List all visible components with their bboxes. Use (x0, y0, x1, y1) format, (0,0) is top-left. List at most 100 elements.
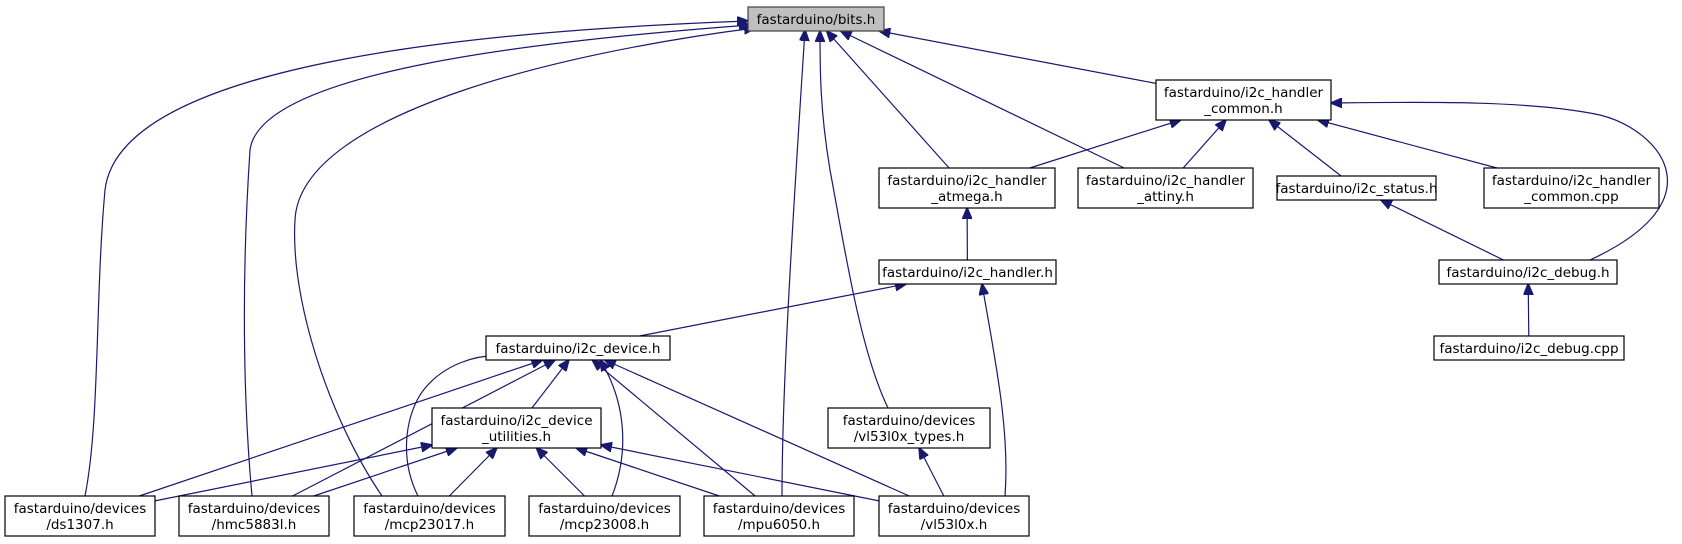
node-handler[interactable]: fastarduino/i2c_handler.h (878, 259, 1057, 285)
node-label: fastarduino/devices (14, 501, 147, 517)
node-label: fastarduino/i2c_handler (887, 173, 1047, 189)
node-label: _attiny.h (1136, 189, 1194, 205)
node-box (431, 407, 602, 449)
edge-debugcpp-to-debugh (1528, 284, 1529, 337)
edge-vl-to-vltypes (919, 448, 945, 497)
node-label: fastarduino/bits.h (757, 12, 876, 28)
node-label: /mcp23008.h (560, 517, 649, 533)
node-box (878, 259, 1057, 285)
edge-hmc-to-device (292, 360, 555, 497)
edge-atmega-to-bits (827, 31, 950, 169)
edge-mcp23008-to-utilities (537, 448, 585, 497)
node-label: _common.h (1203, 101, 1282, 117)
edge-attiny-to-bits (841, 31, 1125, 169)
edge-hcommon-to-bits (879, 31, 1157, 84)
node-attiny[interactable]: fastarduino/i2c_handler_attiny.h (1077, 167, 1254, 209)
node-hcommon[interactable]: fastarduino/i2c_handler_common.h (1155, 79, 1332, 121)
node-box (1077, 167, 1254, 209)
node-box (528, 495, 681, 537)
node-label: /mpu6050.h (738, 517, 820, 533)
node-box (1276, 175, 1437, 201)
node-label: fastarduino/devices (363, 501, 496, 517)
edge-mpu-to-bits (781, 30, 805, 497)
node-label: fastarduino/devices (843, 413, 976, 429)
node-device[interactable]: fastarduino/i2c_device.h (485, 335, 671, 361)
edges-layer (84, 21, 1669, 502)
node-label: /mcp23017.h (385, 517, 474, 533)
node-status[interactable]: fastarduino/i2c_status.h (1275, 175, 1438, 201)
edge-mcp23017-to-utilities (448, 448, 496, 497)
node-label: fastarduino/i2c_debug.cpp (1439, 341, 1618, 357)
node-label: fastarduino/i2c_debug.h (1446, 265, 1609, 281)
node-label: fastarduino/i2c_handler (1492, 173, 1652, 189)
node-commoncpp[interactable]: fastarduino/i2c_handler_common.cpp (1483, 167, 1660, 209)
edge-ds1307-to-bits (84, 21, 748, 497)
edge-mpu-to-utilities (576, 448, 720, 497)
node-vl[interactable]: fastarduino/devices/vl53l0x.h (878, 495, 1030, 537)
edge-hmc-to-utilities (313, 448, 457, 497)
node-label: /vl53l0x_types.h (854, 429, 965, 445)
node-label: /vl53l0x.h (921, 517, 988, 533)
edge-atmega-to-hcommon (1029, 120, 1181, 169)
edge-hmc-to-bits (243, 25, 750, 497)
edge-mpu-to-device (592, 360, 756, 497)
node-debugh[interactable]: fastarduino/i2c_debug.h (1438, 259, 1618, 285)
node-label: fastarduino/i2c_device.h (496, 341, 661, 357)
node-debugcpp[interactable]: fastarduino/i2c_debug.cpp (1433, 335, 1625, 361)
node-box (1438, 259, 1618, 285)
edge-utilities-to-device (531, 360, 569, 409)
node-label: fastarduino/i2c_device (440, 413, 592, 429)
edge-ds1307-to-utilities (154, 445, 432, 502)
edge-mcp23017-to-device (405, 356, 515, 497)
edge-mcp23008-to-device (600, 360, 624, 497)
node-box (485, 335, 671, 361)
node-mcp23008[interactable]: fastarduino/devices/mcp23008.h (528, 495, 681, 537)
edge-vl-to-device (605, 360, 910, 497)
node-box (178, 495, 330, 537)
edge-vltypes-to-bits (820, 31, 889, 409)
node-box (1433, 335, 1625, 361)
node-atmega[interactable]: fastarduino/i2c_handler_atmega.h (878, 167, 1056, 209)
node-label: fastarduino/i2c_handler.h (882, 265, 1053, 281)
edge-commoncpp-to-hcommon (1318, 120, 1498, 169)
node-mpu[interactable]: fastarduino/devices/mpu6050.h (703, 495, 855, 537)
edge-debugh-to-status (1381, 200, 1504, 261)
node-label: fastarduino/i2c_status.h (1275, 181, 1437, 197)
nodes-layer: fastarduino/bits.h fastarduino/i2c_handle… (4, 6, 1660, 537)
node-box (4, 495, 156, 537)
node-label: fastarduino/i2c_handler (1164, 85, 1324, 101)
node-bits[interactable]: fastarduino/bits.h (747, 6, 885, 32)
node-mcp23017[interactable]: fastarduino/devices/mcp23017.h (353, 495, 506, 537)
node-label: fastarduino/devices (188, 501, 321, 517)
edge-device-to-handler (639, 284, 907, 337)
node-label: _atmega.h (930, 189, 1002, 205)
edge-mcp23017-to-bits (293, 28, 755, 497)
node-label: _utilities.h (481, 429, 551, 445)
edge-attiny-to-hcommon (1182, 120, 1226, 169)
node-box (1155, 79, 1332, 121)
node-box (747, 6, 885, 32)
node-box (878, 495, 1030, 537)
node-label: fastarduino/i2c_handler (1086, 173, 1246, 189)
edge-ds1307-to-device (139, 360, 542, 497)
node-utilities[interactable]: fastarduino/i2c_device_utilities.h (431, 407, 602, 449)
node-box (353, 495, 506, 537)
node-label: fastarduino/devices (713, 501, 846, 517)
node-box (878, 167, 1056, 209)
node-label: /hmc5883l.h (212, 517, 297, 533)
node-box (827, 407, 991, 449)
node-label: /ds1307.h (46, 517, 113, 533)
node-vltypes[interactable]: fastarduino/devices/vl53l0x_types.h (827, 407, 991, 449)
edge-vl-to-handler (982, 284, 1007, 497)
node-box (703, 495, 855, 537)
edge-debugh-to-hcommon (1331, 102, 1669, 261)
node-label: fastarduino/devices (888, 501, 1021, 517)
edge-status-to-hcommon (1269, 120, 1342, 177)
node-label: fastarduino/devices (538, 501, 671, 517)
node-ds1307[interactable]: fastarduino/devices/ds1307.h (4, 495, 156, 537)
node-label: _common.cpp (1523, 189, 1618, 205)
node-hmc[interactable]: fastarduino/devices/hmc5883l.h (178, 495, 330, 537)
edge-vl-to-utilities (601, 445, 880, 502)
node-box (1483, 167, 1660, 209)
